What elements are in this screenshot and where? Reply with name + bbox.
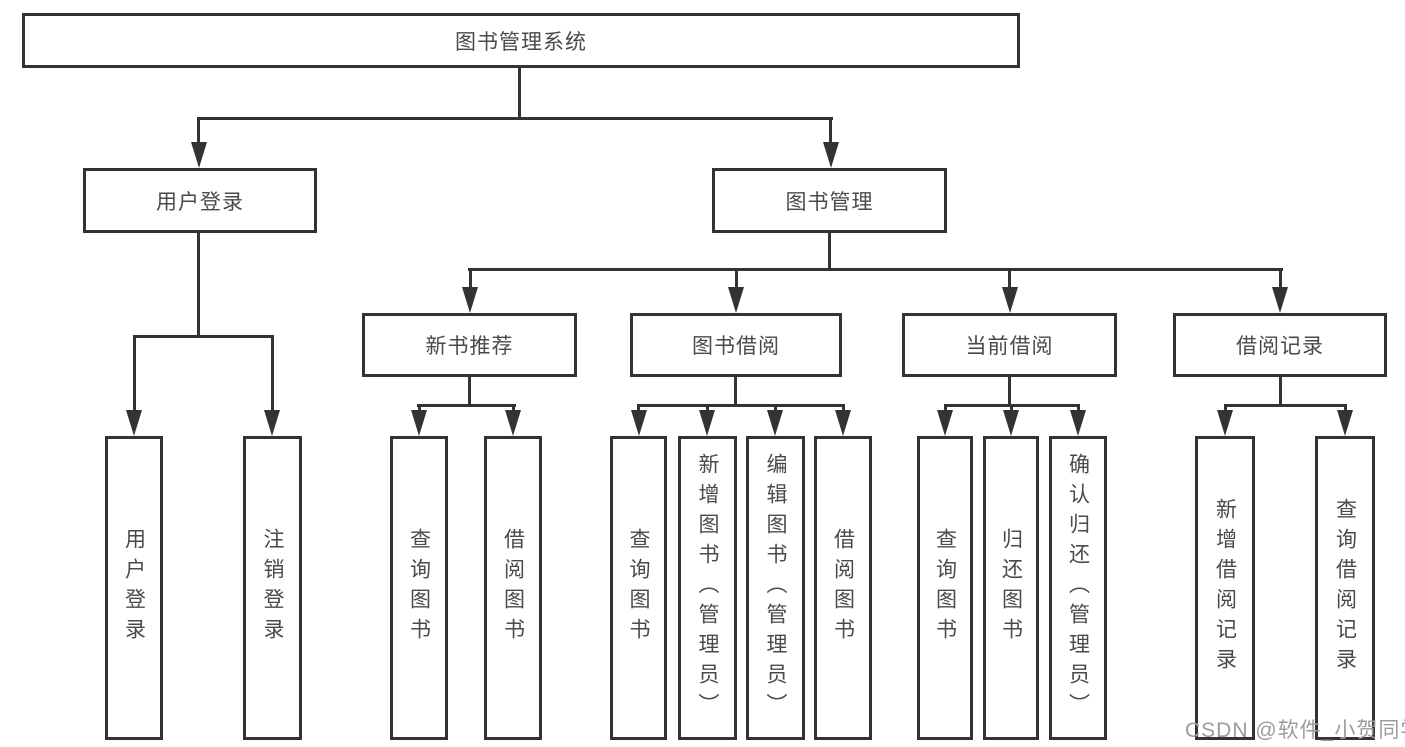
node-leaf-borrow-books-recommend: 借阅图书 [484,436,542,740]
arrowhead-icon [1272,287,1288,313]
node-label: 注销登录 [261,528,284,648]
node-leaf-logout: 注销登录 [243,436,302,740]
connector-line [637,404,640,412]
node-label: 查询图书 [933,528,957,648]
connector-line [842,404,845,412]
connector-line [1008,377,1011,407]
node-label: 新增图书（管理员） [696,453,719,723]
node-leaf-query-borrow-record: 查询借阅记录 [1315,436,1375,740]
node-book-management: 图书管理 [712,168,947,233]
node-leaf-return-books: 归还图书 [983,436,1039,740]
connector-line [828,233,831,271]
arrowhead-icon [264,410,280,436]
node-new-book-recommend: 新书推荐 [362,313,577,377]
node-leaf-add-borrow-record: 新增借阅记录 [1195,436,1255,740]
connector-line [1008,268,1011,289]
connector-line [271,335,274,412]
arrowhead-icon [1070,410,1086,436]
connector-line [774,404,777,412]
connector-line [468,268,1283,271]
node-label: 查询图书 [627,528,650,648]
arrowhead-icon [191,142,207,168]
node-label: 借阅图书 [831,528,855,648]
node-book-borrow: 图书借阅 [630,313,842,377]
connector-line [469,268,472,289]
node-label: 编辑图书（管理员） [764,453,787,723]
connector-line [734,377,737,407]
connector-line [706,404,709,412]
arrowhead-icon [1002,287,1018,313]
connector-line [133,335,274,338]
arrowhead-icon [411,410,427,436]
node-leaf-user-login: 用户登录 [105,436,163,740]
arrowhead-icon [937,410,953,436]
arrowhead-icon [767,410,783,436]
node-label: 新增借阅记录 [1213,498,1237,678]
arrowhead-icon [728,287,744,313]
connector-line [1010,404,1013,412]
connector-line [944,404,947,412]
connector-line [468,376,471,407]
arrowhead-icon [1217,410,1233,436]
arrowhead-icon [505,410,521,436]
csdn-watermark: CSDN @软件_小贺同学 [1185,719,1405,742]
connector-line [518,68,521,120]
arrowhead-icon [126,410,142,436]
connector-line [1344,404,1347,412]
node-leaf-add-books-admin: 新增图书（管理员） [678,436,737,740]
node-label: 借阅图书 [501,528,525,648]
connector-line [197,117,833,120]
node-user-login: 用户登录 [83,168,317,233]
arrowhead-icon [1003,410,1019,436]
node-label: 查询图书 [407,528,431,648]
connector-line [512,404,515,412]
connector-line [1077,404,1080,412]
connector-line [637,404,845,407]
connector-line [1279,377,1282,407]
node-root-library-system: 图书管理系统 [22,13,1020,68]
connector-line [829,117,832,144]
node-label: 确认归还（管理员） [1066,453,1090,723]
node-borrow-records: 借阅记录 [1173,313,1387,377]
connector-line [133,335,136,412]
node-leaf-query-books-recommend: 查询图书 [390,436,448,740]
connector-line [1224,404,1346,407]
connector-line [197,232,200,338]
connector-line [418,404,421,412]
node-leaf-borrow-books: 借阅图书 [814,436,872,740]
node-leaf-query-books-current: 查询图书 [917,436,973,740]
node-label: 用户登录 [122,528,146,648]
arrowhead-icon [823,142,839,168]
arrowhead-icon [462,287,478,313]
connector-line [417,404,516,407]
arrowhead-icon [835,410,851,436]
node-leaf-query-books-borrow: 查询图书 [610,436,667,740]
node-leaf-confirm-return-admin: 确认归还（管理员） [1049,436,1107,740]
arrowhead-icon [699,410,715,436]
connector-line [1279,268,1282,289]
connector-line [197,117,200,144]
node-leaf-edit-books-admin: 编辑图书（管理员） [746,436,805,740]
arrowhead-icon [1337,410,1353,436]
node-label: 查询借阅记录 [1333,498,1357,678]
connector-line [735,268,738,289]
arrowhead-icon [631,410,647,436]
node-label: 归还图书 [999,528,1023,648]
connector-line [1224,404,1227,412]
node-current-borrow: 当前借阅 [902,313,1117,377]
